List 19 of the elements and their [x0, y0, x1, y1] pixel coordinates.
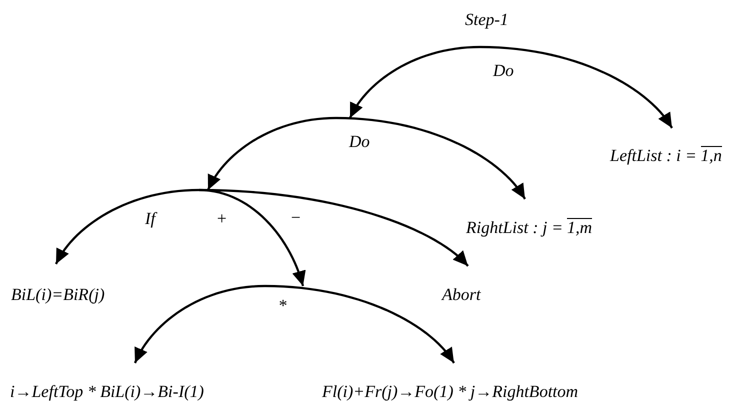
arrow — [480, 46, 673, 129]
node-label: If — [145, 209, 156, 229]
node-label: * — [278, 296, 286, 316]
arrow — [336, 116, 526, 200]
arrow — [55, 188, 200, 264]
node-label: Fl(i)+Fr(j)→Fo(1) * j→RightBottom — [322, 382, 578, 402]
arrow — [349, 46, 480, 118]
node-label: LeftList : i = 1,n — [610, 146, 722, 166]
arrow — [264, 284, 455, 364]
step-heading: Step-1 — [465, 10, 508, 30]
arrow — [207, 116, 336, 190]
node-label: Abort — [442, 285, 481, 305]
node-label: RightList : j = 1,m — [466, 218, 592, 238]
node-label: Do — [349, 132, 370, 152]
node-label: BiL(i)=BiR(j) — [11, 285, 105, 305]
node-label: Do — [493, 61, 514, 81]
node-label: i→LeftTop * BiL(i)→Bi-I(1) — [10, 382, 204, 402]
arrow — [134, 284, 266, 364]
arrow — [198, 188, 469, 267]
